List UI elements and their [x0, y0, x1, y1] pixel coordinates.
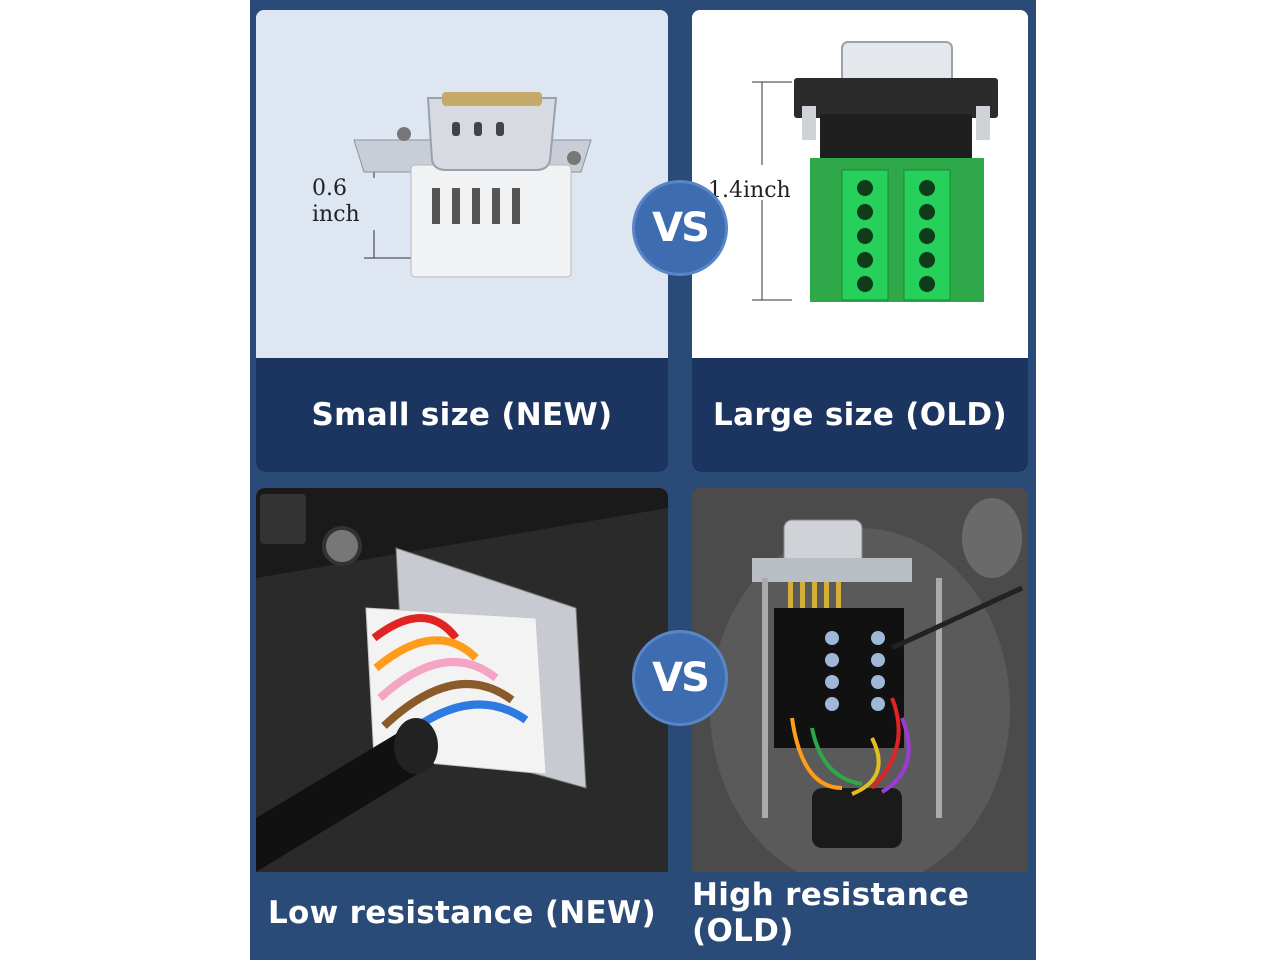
card-small-size: 0.6 inch Small size (NEW) [256, 10, 668, 472]
dimension-value: 0.6 [312, 176, 347, 201]
card-low-resistance: Low resistance (NEW) [256, 488, 668, 954]
small-connector-image [256, 10, 668, 358]
vs-badge-top: VS [632, 180, 728, 276]
caption-low-resistance: Low resistance (NEW) [256, 872, 668, 954]
dimension-label-small: 0.6 inch [312, 176, 372, 228]
high-resistance-wiring-image [692, 488, 1028, 872]
card-high-resistance: High resistance (OLD) [692, 488, 1028, 954]
caption-high-resistance: High resistance (OLD) [692, 872, 1028, 954]
low-resistance-wiring-image [256, 488, 668, 872]
dimension-label-large: 1.4inch [708, 178, 791, 203]
caption-large-size: Large size (OLD) [692, 358, 1028, 472]
large-terminal-board-image [692, 10, 1028, 358]
caption-small-size: Small size (NEW) [256, 358, 668, 472]
card-large-size: 1.4inch Large size (OLD) [692, 10, 1028, 472]
dimension-unit: inch [312, 202, 360, 227]
vs-badge-bottom: VS [632, 630, 728, 726]
